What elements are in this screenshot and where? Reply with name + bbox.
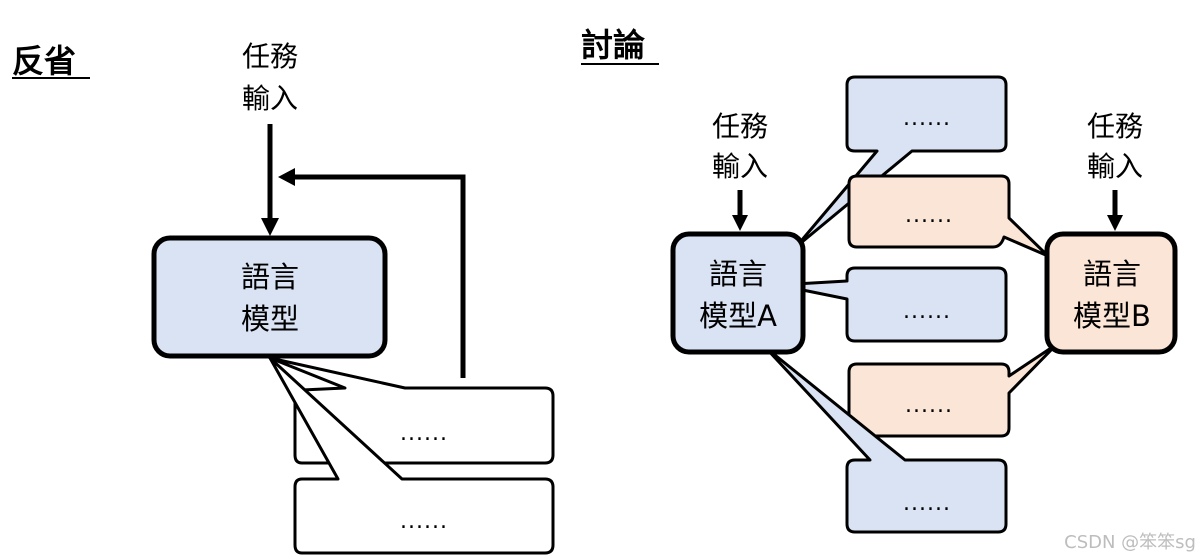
reflection-title: 反省	[12, 42, 76, 80]
reflection-bubble-1-text: ......	[400, 421, 448, 446]
watermark: CSDN @笨笨sg	[1064, 532, 1196, 553]
discussion-section: 討論 任務 輸入 任務 輸入 ...... ...... ...... ....…	[581, 26, 1178, 534]
discussion-bubble-5	[763, 345, 1008, 534]
model-a-box	[670, 231, 806, 355]
task-input-b-line1: 任務	[1087, 110, 1143, 143]
feedback-loop-line	[292, 174, 466, 378]
task-input-a-line2: 輸入	[712, 150, 768, 183]
reflection-model-line2: 模型	[241, 302, 299, 336]
discussion-bubble-3-text: ......	[903, 299, 951, 324]
reflection-section: 反省 任務 輸入 ...... ...... 語言 模型	[12, 40, 555, 555]
reflection-bubble-2	[268, 356, 555, 555]
reflection-bubble-2-text: ......	[400, 509, 448, 534]
task-input-arrowhead	[261, 218, 279, 236]
discussion-bubble-3	[776, 266, 1008, 343]
reflection-task-input-line1: 任務	[242, 40, 298, 73]
model-a-line2: 模型A	[699, 299, 777, 333]
discussion-bubble-4	[847, 342, 1059, 438]
discussion-bubble-1-text: ......	[903, 106, 951, 131]
discussion-title: 討論	[581, 26, 645, 64]
feedback-loop-arrowhead	[278, 168, 295, 186]
reflection-model-box	[151, 235, 388, 359]
task-input-a-line1: 任務	[712, 110, 768, 143]
model-a-line1: 語言	[709, 257, 767, 291]
discussion-bubble-4-text: ......	[905, 393, 953, 418]
discussion-bubble-2-text: ......	[905, 203, 953, 228]
task-input-b-line2: 輸入	[1087, 150, 1143, 183]
discussion-bubble-2	[847, 174, 1050, 258]
model-b-line2: 模型B	[1073, 299, 1151, 333]
task-input-a-arrowhead	[732, 215, 748, 231]
model-b-line1: 語言	[1083, 257, 1141, 291]
reflection-task-input-line2: 輸入	[242, 82, 298, 115]
reflection-model-line1: 語言	[241, 260, 299, 294]
task-input-b-arrowhead	[1107, 215, 1123, 231]
model-b-box	[1044, 231, 1178, 355]
discussion-bubble-5-text: ......	[903, 491, 951, 516]
